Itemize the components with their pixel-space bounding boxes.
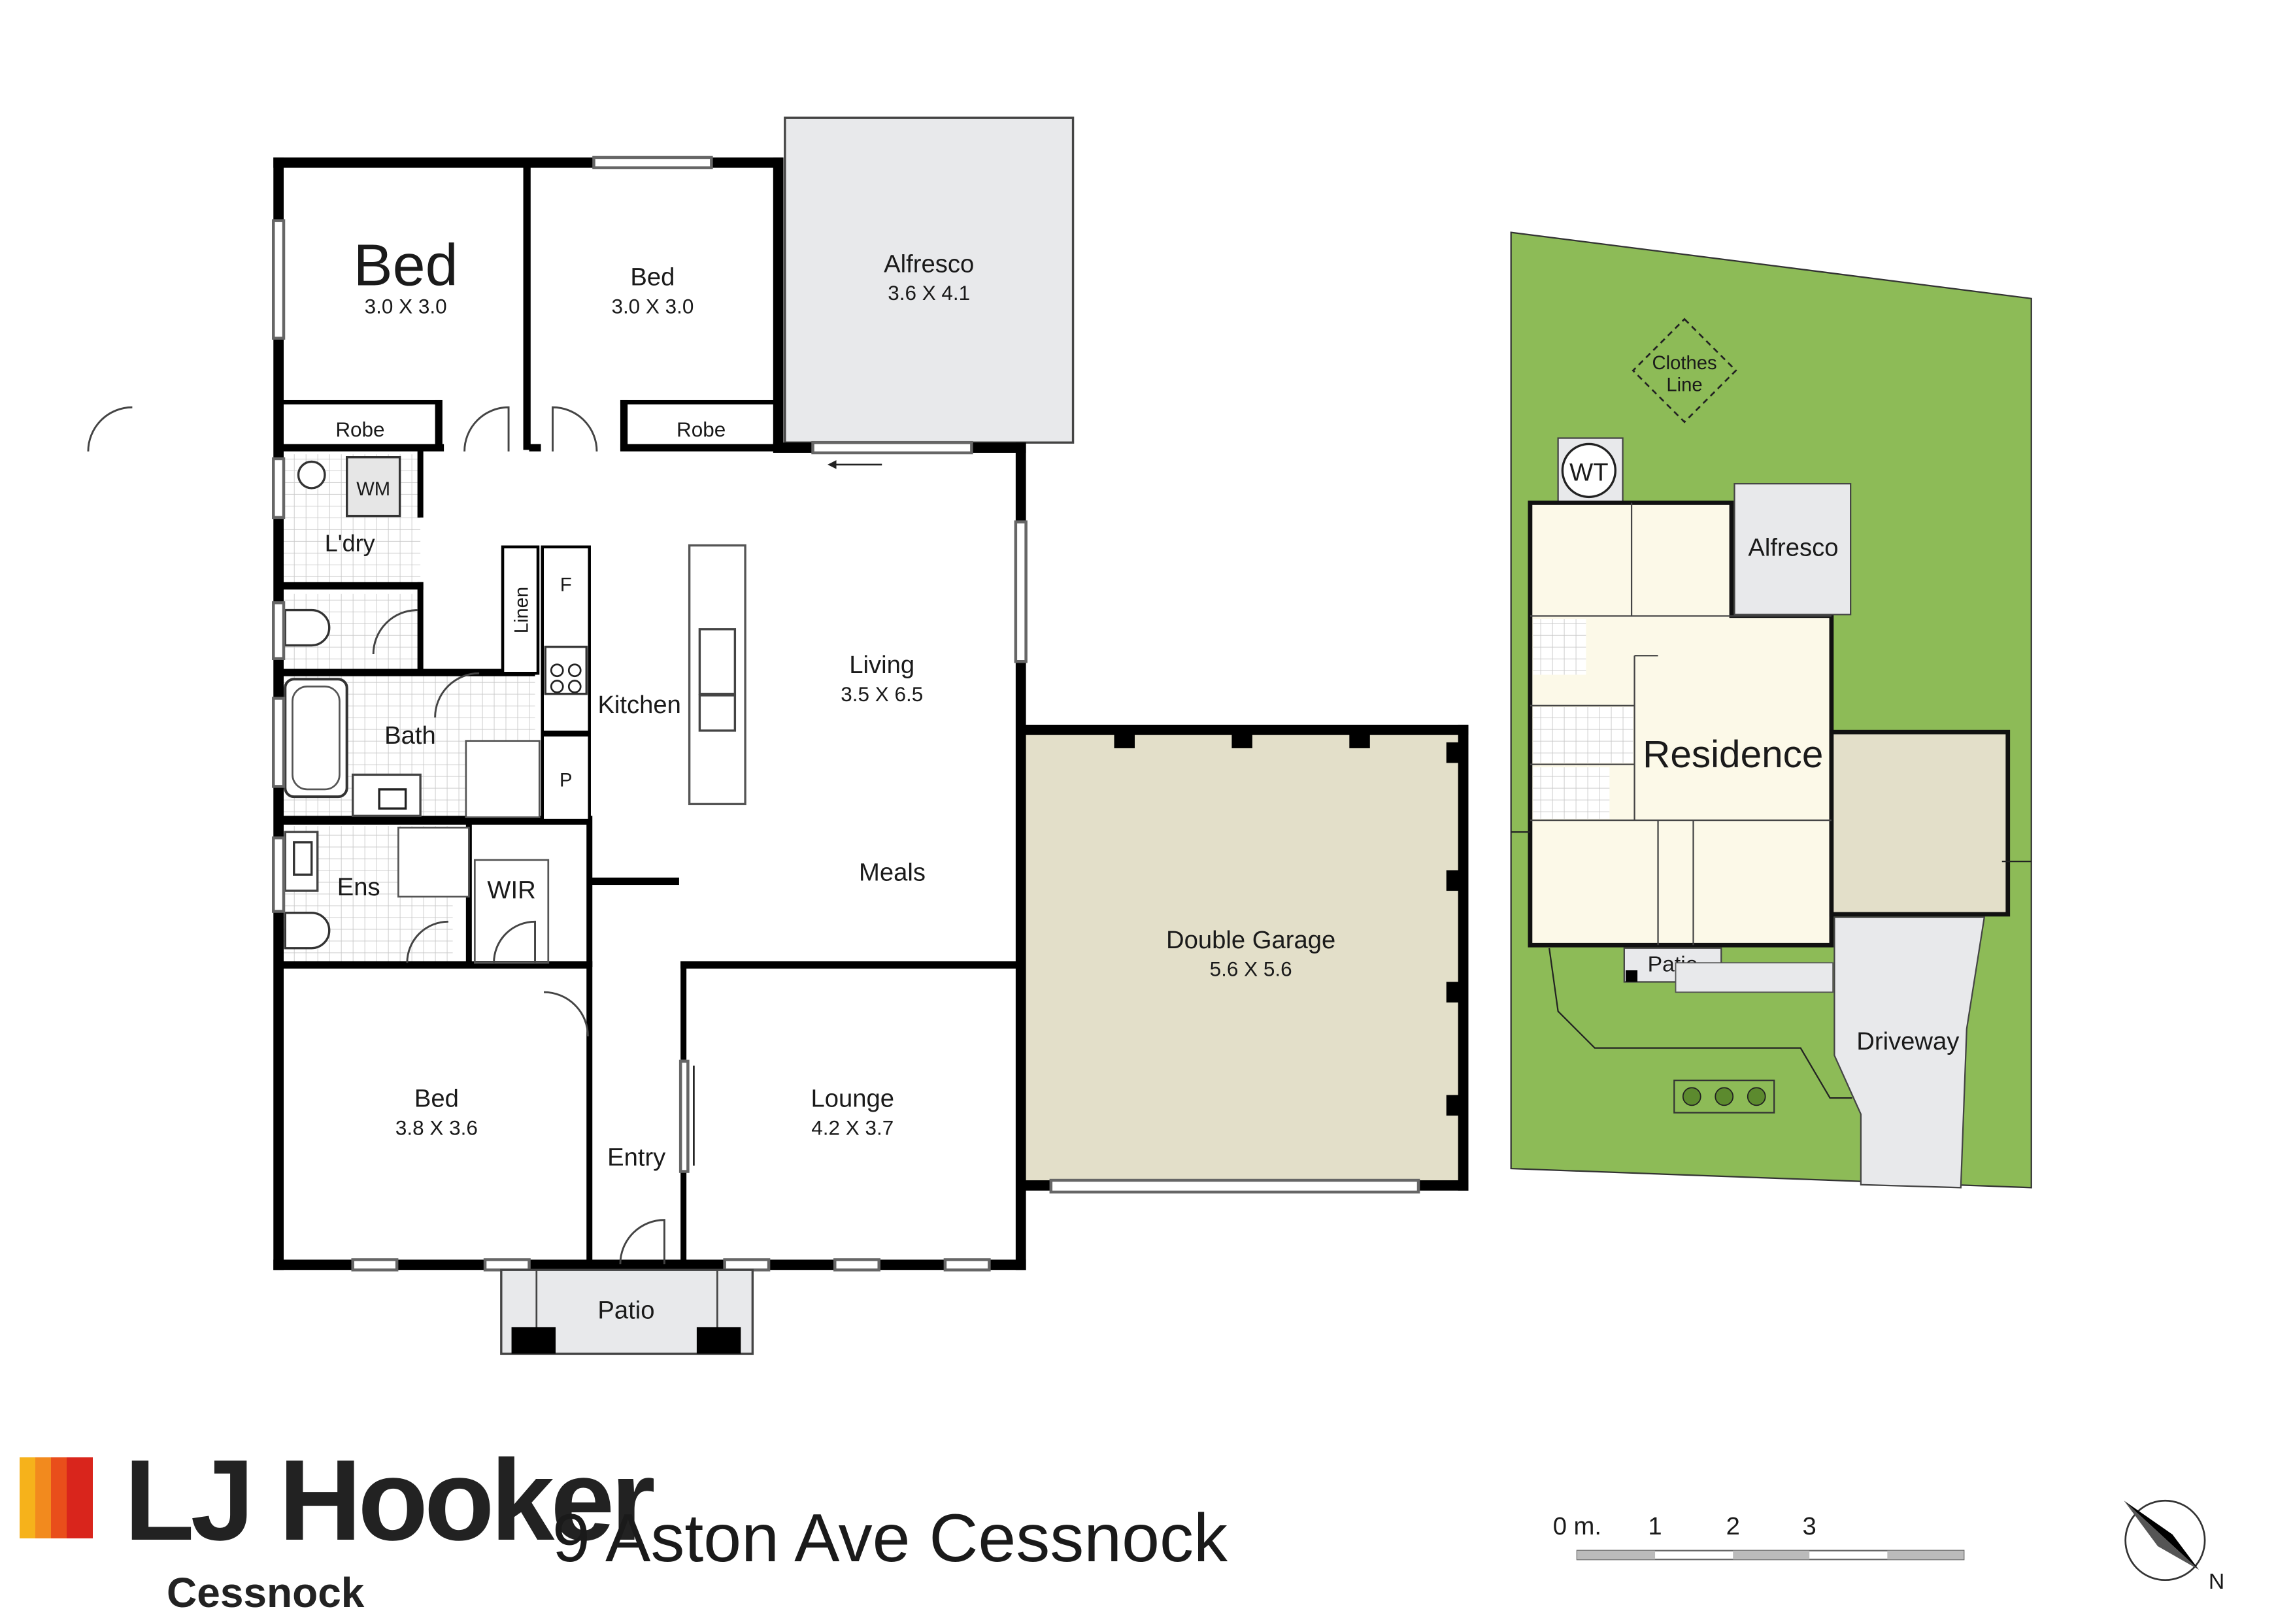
clothes-line-label-1: Clothes <box>1652 353 1716 374</box>
site-driveway <box>1833 916 1986 1189</box>
alfresco-area <box>784 116 1075 444</box>
room-bed-3-dim: 3.8 X 3.6 <box>395 1116 478 1139</box>
room-lounge-dim: 4.2 X 3.7 <box>811 1116 894 1139</box>
room-robe-1-label: Robe <box>335 418 384 441</box>
main-floor-plan: Bed 3.0 X 3.0 Bed 3.0 X 3.0 Alfresco 3.6… <box>87 116 1469 1355</box>
fridge-label: F <box>560 574 572 595</box>
walls <box>87 156 1469 1272</box>
washing-machine-label: WM <box>356 479 390 500</box>
room-wir-label: WIR <box>487 876 535 904</box>
water-tank-label: WT <box>1569 459 1608 487</box>
driveway-label: Driveway <box>1856 1027 1960 1055</box>
room-living-dim: 3.5 X 6.5 <box>841 683 923 706</box>
brand-bar-red <box>67 1457 93 1538</box>
room-garage-label: Double Garage <box>1166 926 1335 954</box>
shrub-icon <box>1747 1087 1766 1106</box>
room-bed-2-dim: 3.0 X 3.0 <box>611 295 694 318</box>
room-meals-label: Meals <box>859 858 926 886</box>
room-garage-dim: 5.6 X 5.6 <box>1210 957 1292 980</box>
room-bed-1-label: Bed <box>354 233 458 299</box>
room-kitchen-label: Kitchen <box>597 691 680 719</box>
property-address: 9 Aston Ave Cessnock <box>552 1500 1228 1576</box>
brand-bar-orange <box>35 1457 51 1538</box>
site-alfresco <box>1733 483 1852 616</box>
room-patio-label: Patio <box>597 1296 654 1324</box>
site-garage <box>1829 729 2011 917</box>
clothes-line-marker <box>1632 318 1737 423</box>
garage-area <box>1024 730 1463 1187</box>
scale-label-2: 2 <box>1726 1512 1740 1540</box>
room-bed-3-label: Bed <box>414 1085 459 1113</box>
linen-cupboard-label: Linen <box>511 587 532 634</box>
pantry-label: P <box>560 770 572 791</box>
room-bath-label: Bath <box>384 721 436 750</box>
room-entry-label: Entry <box>607 1144 666 1172</box>
clothes-line-label-2: Line <box>1666 374 1702 395</box>
compass-icon: N <box>2124 1499 2224 1594</box>
room-alfresco-label: Alfresco <box>884 250 974 278</box>
room-lounge-label: Lounge <box>811 1085 894 1113</box>
site-plan: Clothes Line WT Alfresco Residence <box>1510 231 2032 1189</box>
brand-bar-red-orange <box>51 1457 67 1538</box>
scale-label-0: 0 m. <box>1553 1512 1601 1540</box>
scale-bar: 0 m. 1 2 3 <box>1553 1512 1965 1561</box>
room-bed-1-dim: 3.0 X 3.0 <box>365 295 447 318</box>
room-alfresco-dim: 3.6 X 4.1 <box>888 282 970 305</box>
scale-label-1: 1 <box>1648 1512 1662 1540</box>
room-living-label: Living <box>849 651 914 679</box>
brand-logo: LJ Hooker Cessnock <box>20 1436 656 1624</box>
brand-office: Cessnock <box>167 1569 365 1616</box>
residence-label: Residence <box>1643 733 1823 776</box>
room-ensuite-label: Ens <box>337 873 380 901</box>
room-laundry-label: L'dry <box>325 530 375 557</box>
brand-bar-yellow <box>20 1457 35 1538</box>
site-alfresco-label: Alfresco <box>1748 533 1838 561</box>
shrub-icon <box>1682 1087 1701 1106</box>
shrub-icon <box>1715 1087 1734 1106</box>
room-robe-2-label: Robe <box>677 418 726 441</box>
room-labels: Bed 3.0 X 3.0 Bed 3.0 X 3.0 Alfresco 3.6… <box>325 233 1335 1325</box>
scale-label-3: 3 <box>1803 1512 1816 1540</box>
brand-name: LJ Hooker <box>124 1436 656 1565</box>
compass-north-label: N <box>2209 1569 2224 1594</box>
room-bed-2-label: Bed <box>630 263 675 291</box>
water-tank-icon <box>1561 442 1617 499</box>
